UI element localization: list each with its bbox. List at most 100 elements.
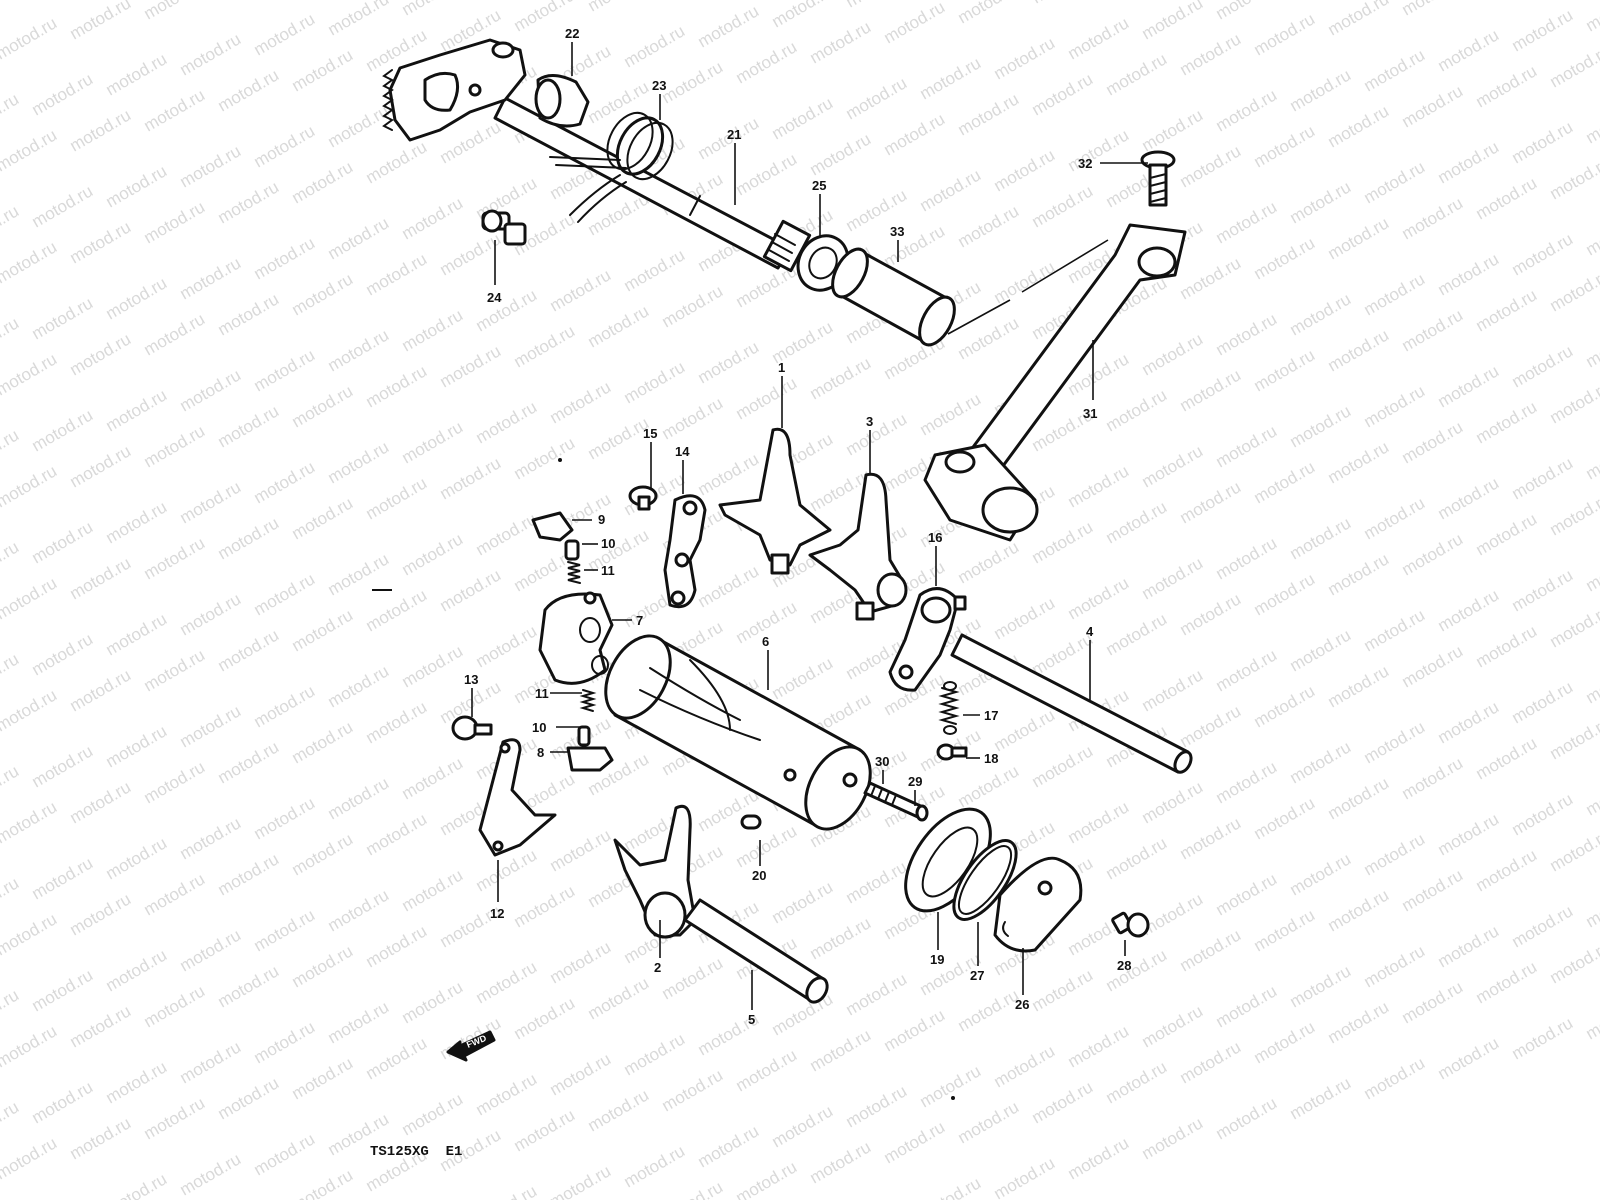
watermark-text: motod.ru — [659, 393, 727, 443]
callout-28: 28 — [1117, 958, 1131, 973]
watermark-text: motod.ru — [1509, 341, 1577, 391]
watermark-text: motod.ru — [733, 37, 801, 87]
watermark-text: motod.ru — [215, 961, 283, 1011]
stopper-plate-part — [663, 494, 707, 609]
watermark-text: motod.ru — [1547, 601, 1600, 651]
watermark-text: motod.ru — [1287, 289, 1355, 339]
watermark-text: motod.ru — [1435, 361, 1503, 411]
watermark-text: motod.ru — [807, 1025, 875, 1075]
callout-20: 20 — [752, 868, 766, 883]
watermark-text: motod.ru — [399, 641, 467, 691]
watermark-text: motod.ru — [177, 1149, 245, 1199]
watermark-text: motod.ru — [177, 29, 245, 79]
watermark-text: motod.ru — [67, 665, 135, 715]
watermark-text: motod.ru — [1103, 385, 1171, 435]
watermark-text: motod.ru — [621, 1141, 689, 1191]
watermark-text: motod.ru — [955, 201, 1023, 251]
watermark-text: motod.ru — [1065, 573, 1133, 623]
watermark-text: motod.ru — [399, 753, 467, 803]
watermark-text: motod.ru — [955, 537, 1023, 587]
watermark-text: motod.ru — [955, 1097, 1023, 1147]
watermark-text: motod.ru — [1547, 825, 1600, 875]
watermark-text: motod.ru — [1547, 265, 1600, 315]
watermark-text: motod.ru — [1473, 173, 1541, 223]
watermark-text: motod.ru — [955, 985, 1023, 1035]
watermark-text: motod.ru — [363, 921, 431, 971]
watermark-text: motod.ru — [1213, 533, 1281, 583]
watermark-text: motod.ru — [363, 809, 431, 859]
watermark-text: motod.ru — [29, 965, 97, 1015]
part-number-labels: 22 23 21 25 33 24 32 31 1 3 15 14 9 10 1… — [464, 26, 1131, 1027]
watermark-text: motod.ru — [1139, 329, 1207, 379]
watermark-text: motod.ru — [0, 237, 60, 287]
watermark-text: motod.ru — [1435, 1033, 1503, 1083]
watermark-text: motod.ru — [103, 161, 171, 211]
watermark-text: motod.ru — [215, 177, 283, 227]
watermark-text: motod.ru — [955, 0, 1023, 27]
watermark-text: motod.ru — [547, 1161, 615, 1200]
watermark-text: motod.ru — [1399, 529, 1467, 579]
watermark-text: motod.ru — [955, 761, 1023, 811]
watermark-text: motod.ru — [1583, 0, 1600, 35]
watermark-text: motod.ru — [1213, 421, 1281, 471]
watermark-text: motod.ru — [1435, 25, 1503, 75]
callout-33: 33 — [890, 224, 904, 239]
watermark-text: motod.ru — [289, 717, 357, 767]
watermark-text: motod.ru — [1547, 41, 1600, 91]
watermark-text: motod.ru — [807, 17, 875, 67]
leader-lines — [471, 42, 1148, 1010]
watermark-text: motod.ru — [215, 849, 283, 899]
watermark-text: motod.ru — [695, 337, 763, 387]
watermark-text: motod.ru — [437, 453, 505, 503]
watermark-text: motod.ru — [399, 305, 467, 355]
callout-13: 13 — [464, 672, 478, 687]
screw-part — [628, 485, 658, 511]
watermark-text: motod.ru — [473, 1181, 541, 1200]
watermark-text: motod.ru — [1547, 713, 1600, 763]
watermark-text: motod.ru — [1029, 741, 1097, 791]
watermark-text: motod.ru — [1583, 545, 1600, 595]
watermark-text: motod.ru — [1583, 769, 1600, 819]
watermark-text: motod.ru — [1287, 65, 1355, 115]
watermark-text: motod.ru — [1473, 397, 1541, 447]
callout-15: 15 — [643, 426, 657, 441]
watermark-text: motod.ru — [991, 1041, 1059, 1091]
watermark-text: motod.ru — [917, 389, 985, 439]
watermark-text: motod.ru — [473, 845, 541, 895]
gearshift-cam-part — [604, 634, 872, 831]
watermark-text: motod.ru — [399, 193, 467, 243]
watermark-text: motod.ru — [1213, 309, 1281, 359]
watermark-text: motod.ru — [251, 233, 319, 283]
watermark-text: motod.ru — [769, 0, 837, 31]
watermark-text: motod.ru — [215, 1073, 283, 1123]
watermark-text: motod.ru — [1139, 105, 1207, 155]
watermark-text: motod.ru — [1103, 609, 1171, 659]
watermark-text: motod.ru — [0, 201, 22, 251]
callout-17: 17 — [984, 708, 998, 723]
watermark-text: motod.ru — [1177, 141, 1245, 191]
watermark-text: motod.ru — [0, 649, 22, 699]
watermark-text: motod.ru — [621, 245, 689, 295]
watermark-text: motod.ru — [1139, 0, 1207, 43]
watermark-text: motod.ru — [547, 1049, 615, 1099]
watermark-text: motod.ru — [29, 69, 97, 119]
fork-shaft-long-part — [950, 633, 1193, 774]
watermark-text: motod.ru — [29, 293, 97, 343]
watermark-text: motod.ru — [881, 1005, 949, 1055]
watermark-text: motod.ru — [1473, 845, 1541, 895]
watermark-text: motod.ru — [659, 281, 727, 331]
watermark-text: motod.ru — [289, 829, 357, 879]
watermark-text: motod.ru — [215, 401, 283, 451]
fork-shaft-part — [683, 898, 829, 1004]
watermark-text: motod.ru — [177, 701, 245, 751]
watermark-text: motod.ru — [0, 349, 60, 399]
watermark-text: motod.ru — [659, 1065, 727, 1115]
watermark-text: motod.ru — [1435, 137, 1503, 187]
watermark-text: motod.ru — [67, 553, 135, 603]
watermark-text: motod.ru — [141, 197, 209, 247]
callout-5: 5 — [748, 1012, 755, 1027]
watermark-text: motod.ru — [1509, 1013, 1577, 1063]
watermark-text: motod.ru — [843, 857, 911, 907]
callout-10a: 10 — [601, 536, 615, 551]
watermark-text: motod.ru — [1583, 993, 1600, 1043]
